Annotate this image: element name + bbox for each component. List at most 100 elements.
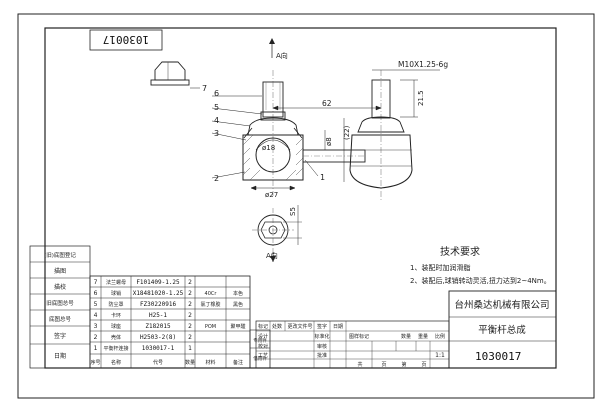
- stage-qty: 数量: [401, 333, 411, 340]
- bom-cell-name: 法兰螺母: [106, 279, 126, 286]
- dim-housing: ø27: [265, 191, 278, 199]
- side-label-3: 旧底图总号: [46, 299, 74, 307]
- stage-drawing-mark: 图样标记: [349, 333, 369, 340]
- dim-height: 21.5: [417, 90, 425, 106]
- bom-cell-qty: 2: [188, 323, 192, 330]
- bom-cell-no: 6: [94, 290, 98, 297]
- sign-review: 审核: [317, 343, 327, 350]
- dim-length: 62: [322, 99, 332, 108]
- dimensions: [250, 69, 440, 191]
- tech-requirements: 技术要求 1、装配时加润滑脂 2、装配后,球销转动灵活,扭力达到2~4Nm。: [410, 245, 551, 285]
- right-joint: [349, 70, 413, 200]
- thread-spec: M10X1.25-6g: [398, 60, 448, 69]
- arrow-label-bottom: A向: [266, 251, 278, 260]
- callout-leaders: [190, 87, 319, 179]
- borrowed-part-label: 借用件: [253, 355, 267, 362]
- bom-cell-name: 卡环: [111, 312, 121, 319]
- bom-cell-code: 1030017-1: [142, 345, 175, 352]
- callout-6: 6: [214, 89, 219, 98]
- scale-value: 1:1: [435, 352, 445, 359]
- bom-cell-code: FZ30220916: [140, 301, 177, 308]
- dim-offset: (22): [343, 125, 351, 140]
- sign-check: 校对: [258, 343, 268, 350]
- sheet-page-1: 页: [381, 362, 386, 368]
- bom-cell-code: F101409-1.25: [136, 279, 180, 286]
- special-part-label: 专用件: [253, 337, 267, 344]
- bom-footer-label: 数量: [185, 359, 195, 366]
- callout-7: 7: [202, 84, 207, 93]
- bom-cell-qty: 2: [188, 312, 192, 319]
- bom-cell-code: H25-1: [149, 312, 167, 319]
- flange-nut: [150, 61, 190, 86]
- sign-mark: 标记: [258, 323, 268, 330]
- stamp-box: 1030017: [89, 29, 163, 51]
- bom-cell-qty: 2: [188, 279, 192, 286]
- bom-cell-no: 5: [94, 301, 98, 308]
- bom-cell-note: 本色: [233, 290, 243, 297]
- stage-weight: 重量: [418, 333, 428, 340]
- side-label-4: 底图总号: [49, 315, 72, 323]
- side-label-1: 描图: [54, 267, 66, 275]
- bom-cell-name: 球座: [111, 323, 121, 330]
- callout-1: 1: [320, 173, 325, 182]
- tech-title: 技术要求: [440, 245, 480, 258]
- bom-cell-qty: 1: [188, 345, 192, 352]
- sheet-total: 共: [357, 361, 362, 368]
- sheet-index: 第: [401, 361, 406, 368]
- sign-block: 标记 处数 更改文件号 签字 日期 设计 标准化 校对 审核 工艺 批准 图样标…: [255, 320, 450, 369]
- tech-item-2: 2、装配后,球销转动灵活,扭力达到2~4Nm。: [410, 276, 551, 285]
- bom-cell-name: 平衡杆连接: [103, 345, 128, 352]
- tech-item-1: 1、装配时加润滑脂: [410, 263, 470, 272]
- sheet-page-2: 页: [421, 362, 426, 368]
- bom-cell-code: X18481020-1.25: [133, 290, 184, 297]
- bom-cell-code: Z182015: [145, 323, 171, 330]
- bom-cell-no: 2: [94, 334, 98, 341]
- side-label-2: 描校: [54, 283, 66, 291]
- bom-cell-name: 防尘罩: [108, 301, 123, 308]
- main-view: A向 ø18: [150, 38, 448, 200]
- sign-approve: 批准: [317, 352, 327, 359]
- stage-scale: 比例: [435, 333, 445, 340]
- bom-cell-mat: 氯丁橡胶: [200, 301, 220, 308]
- sign-standard: 标准化: [314, 333, 329, 340]
- sign-change-file: 更改文件号: [287, 323, 312, 330]
- bom-cell-no: 4: [94, 312, 98, 319]
- bom-cell-note: 聚甲醛: [230, 323, 245, 330]
- bom-footer-label: 材料: [205, 359, 215, 366]
- side-labels: (旧)底图登记 描图 描校 旧底图总号 底图总号 签字 日期: [29, 245, 91, 369]
- dust-boot: [247, 117, 299, 136]
- side-label-5: 签字: [54, 332, 66, 340]
- bom-cell-qty: 2: [188, 290, 192, 297]
- stamp-number: 1030017: [103, 33, 149, 46]
- part-name: 平衡杆总成: [478, 324, 526, 336]
- bom-cell-no: 3: [94, 323, 98, 330]
- bom-footer-label: 名称: [111, 359, 121, 366]
- title-block: 台州桑达机械有限公司 平衡杆总成 1030017: [448, 290, 557, 369]
- callout-2: 2: [214, 174, 219, 183]
- bom-cells: 7 法兰螺母 F101409-1.25 2 6 球销 X18481020-1.25 2 40Cr…: [90, 279, 245, 366]
- drawing-number: 1030017: [475, 350, 521, 363]
- callout-5: 5: [214, 103, 219, 112]
- bom-footer-label: 序号: [90, 359, 100, 366]
- callout-3: 3: [214, 129, 219, 138]
- bom-cell-name: 球销: [111, 290, 121, 297]
- dim-ball: ø18: [262, 144, 275, 152]
- sign-signature: 签字: [317, 323, 327, 330]
- bom-cell-qty: 2: [188, 334, 192, 341]
- dim-flat: S5: [289, 207, 297, 216]
- bom-cell-name: 壳体: [111, 334, 121, 341]
- sign-count: 处数: [272, 323, 282, 330]
- bom-cell-mat: 40Cr: [205, 291, 218, 297]
- bom-cell-no: 7: [94, 279, 98, 286]
- ball: [255, 137, 291, 173]
- housing-hatch: [242, 134, 304, 181]
- bom-cell-mat: POM: [205, 324, 216, 330]
- sign-process: 工艺: [258, 353, 268, 359]
- side-label-0: (旧)底图登记: [44, 251, 76, 259]
- sign-design: 设计: [258, 333, 268, 340]
- sign-date: 日期: [333, 324, 343, 330]
- bom-footer-label: 代号: [153, 359, 163, 366]
- bom-table: [89, 275, 251, 369]
